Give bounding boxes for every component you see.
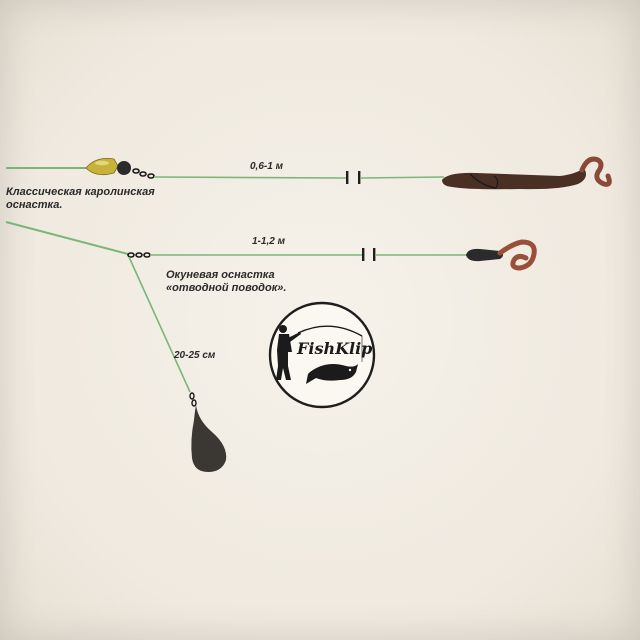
dropper-length-label: 20-25 см (174, 350, 216, 361)
angler-silhouette-icon (276, 325, 301, 380)
swivel-icon (132, 168, 155, 179)
perch-rig-label-line1: Окуневая оснастка (166, 269, 275, 281)
stopper-icon (362, 248, 365, 261)
main-line-perch (5, 221, 129, 255)
fishing-rod-icon (297, 325, 363, 337)
stopper-icon (373, 248, 376, 261)
perch-rig-label-line2: «отводной поводок». (166, 282, 287, 294)
leader2-length-label: 1-1,2 м (252, 236, 285, 247)
logo-text: FishKlip (297, 339, 373, 358)
stopper-icon (358, 171, 361, 184)
bullet-weight-icon (85, 158, 119, 176)
perch-rig-label: Окуневая оснастка «отводной поводок». (166, 269, 316, 295)
drop-sinker-icon (191, 405, 227, 472)
leader1-length-label: 0,6-1 м (250, 161, 283, 172)
fishklip-logo (268, 301, 376, 409)
twister-lure-icon (466, 239, 537, 271)
worm-lure-icon (442, 156, 612, 190)
swivel-icon (189, 392, 197, 407)
carolina-rig-label: Классическая каролинская оснастка. (6, 186, 155, 211)
fish-silhouette-icon (306, 364, 358, 384)
leader-line-1b (360, 176, 445, 179)
dropper-line (128, 256, 191, 393)
stopper-icon (346, 171, 349, 184)
bead-icon (117, 161, 131, 175)
swivel-icon (127, 252, 151, 258)
leader-line-1a (153, 176, 347, 179)
